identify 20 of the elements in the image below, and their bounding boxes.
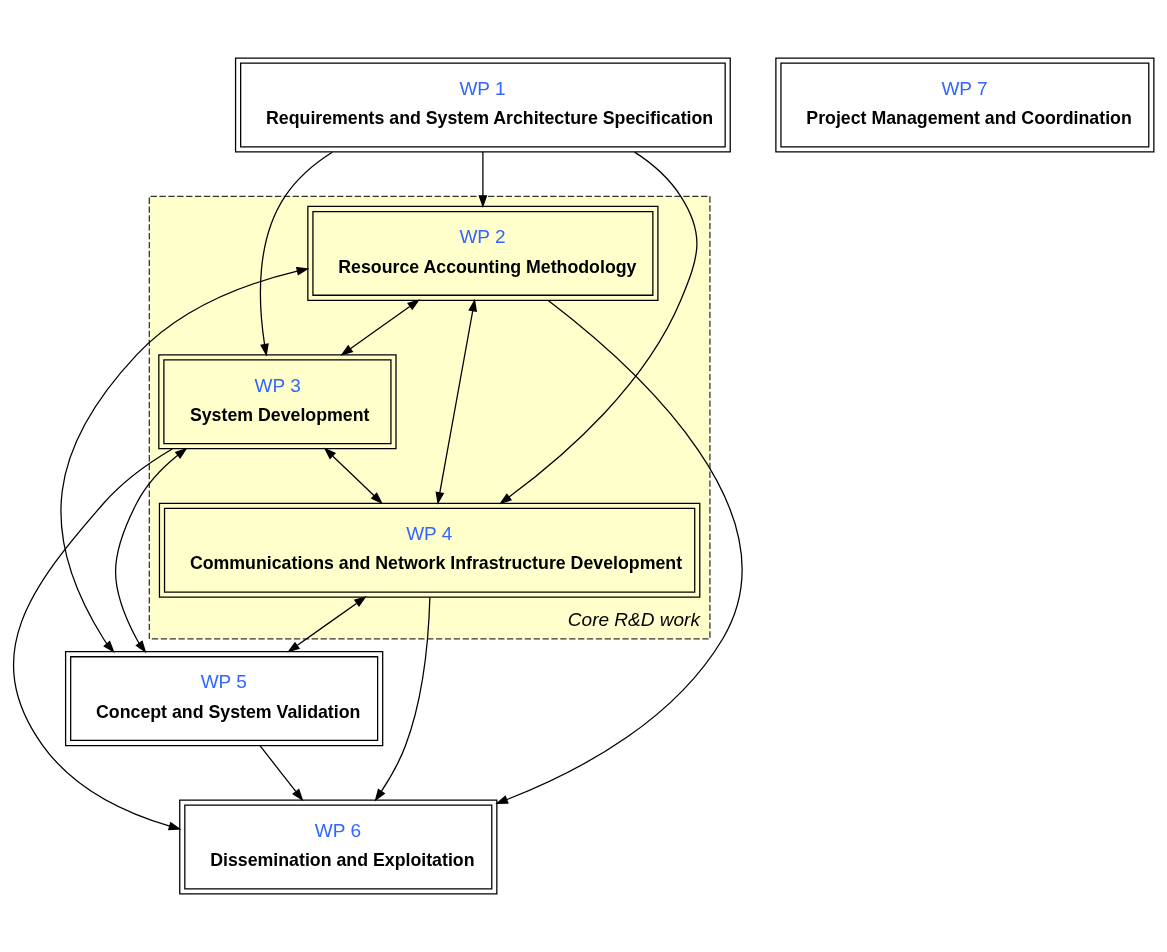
arrow	[499, 151, 698, 505]
arrow	[374, 596, 431, 802]
node-box: WP 2 Resource Accounting Methodology	[307, 205, 659, 301]
arrow	[495, 299, 743, 804]
arrow	[259, 151, 333, 357]
node-box: WP 3 System Development	[158, 354, 397, 450]
arrow	[259, 745, 304, 802]
arrow	[12, 448, 182, 831]
arrow	[323, 447, 383, 505]
node-box: WP 1 Requirements and System Architecture Specification	[234, 57, 731, 153]
node-box: WP 4 Communications and Network Infrastructure Development	[158, 502, 701, 598]
arrow	[435, 298, 478, 505]
node-box: WP 6 Dissemination and Exploitation	[179, 799, 498, 895]
arrow	[60, 266, 310, 654]
node-box: WP 7 Project Management and Coordination	[775, 57, 1155, 153]
arrow	[287, 596, 367, 653]
arrow	[114, 447, 188, 654]
arrow	[478, 151, 488, 208]
arrow	[340, 299, 420, 356]
node-box: WP 5 Concept and System Validation	[64, 651, 384, 747]
